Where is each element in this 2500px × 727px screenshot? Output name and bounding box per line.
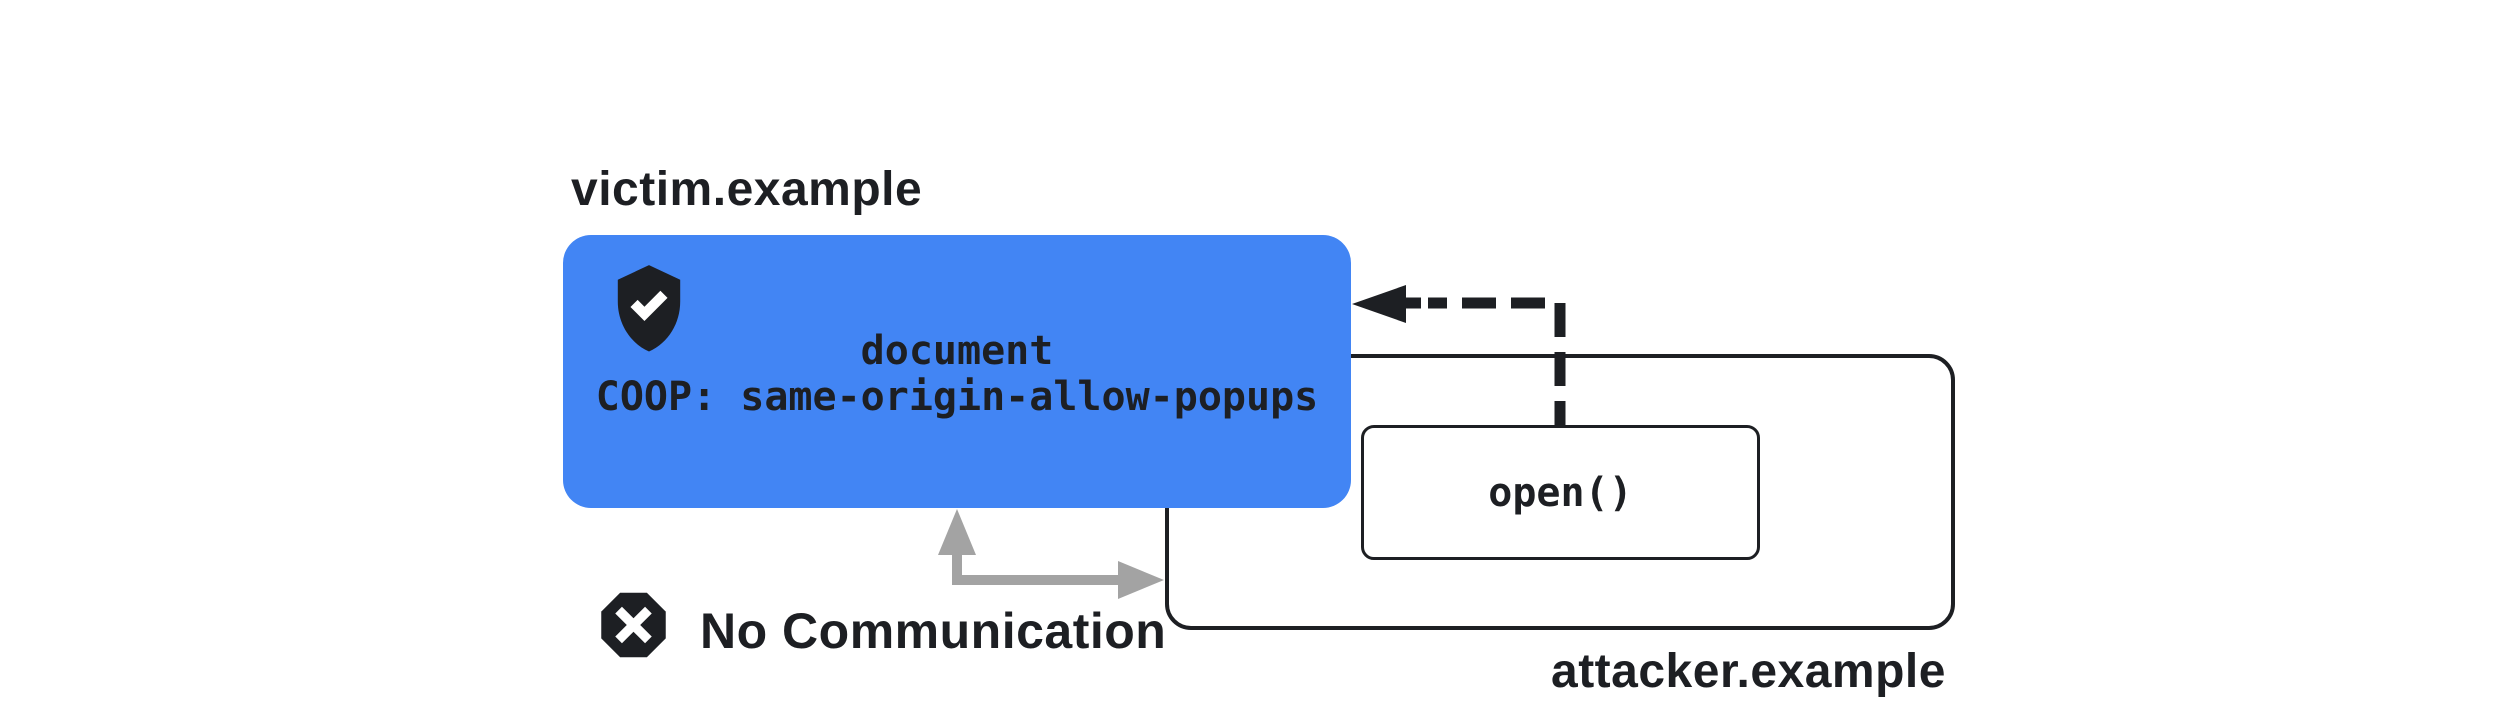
coop-header-value: COOP: same-origin-allow-popups xyxy=(595,374,1319,420)
victim-document-box: document COOP: same-origin-allow-popups xyxy=(563,235,1351,508)
blocked-x-icon xyxy=(601,592,666,658)
no-communication-label: No Communication xyxy=(700,603,1167,659)
arrowhead-right-icon xyxy=(1118,561,1164,599)
no-communication-arrow xyxy=(938,509,1164,599)
victim-domain-label: victim.example xyxy=(571,163,923,216)
arrowhead-left-icon xyxy=(1352,285,1406,323)
open-call-box: open() xyxy=(1361,425,1760,560)
arrowhead-up-icon xyxy=(938,509,976,555)
attacker-domain-label: attacker.example xyxy=(1551,645,1946,698)
document-label: document xyxy=(860,328,1054,374)
shield-check-icon xyxy=(617,265,681,352)
open-call-label: open() xyxy=(1488,469,1633,516)
